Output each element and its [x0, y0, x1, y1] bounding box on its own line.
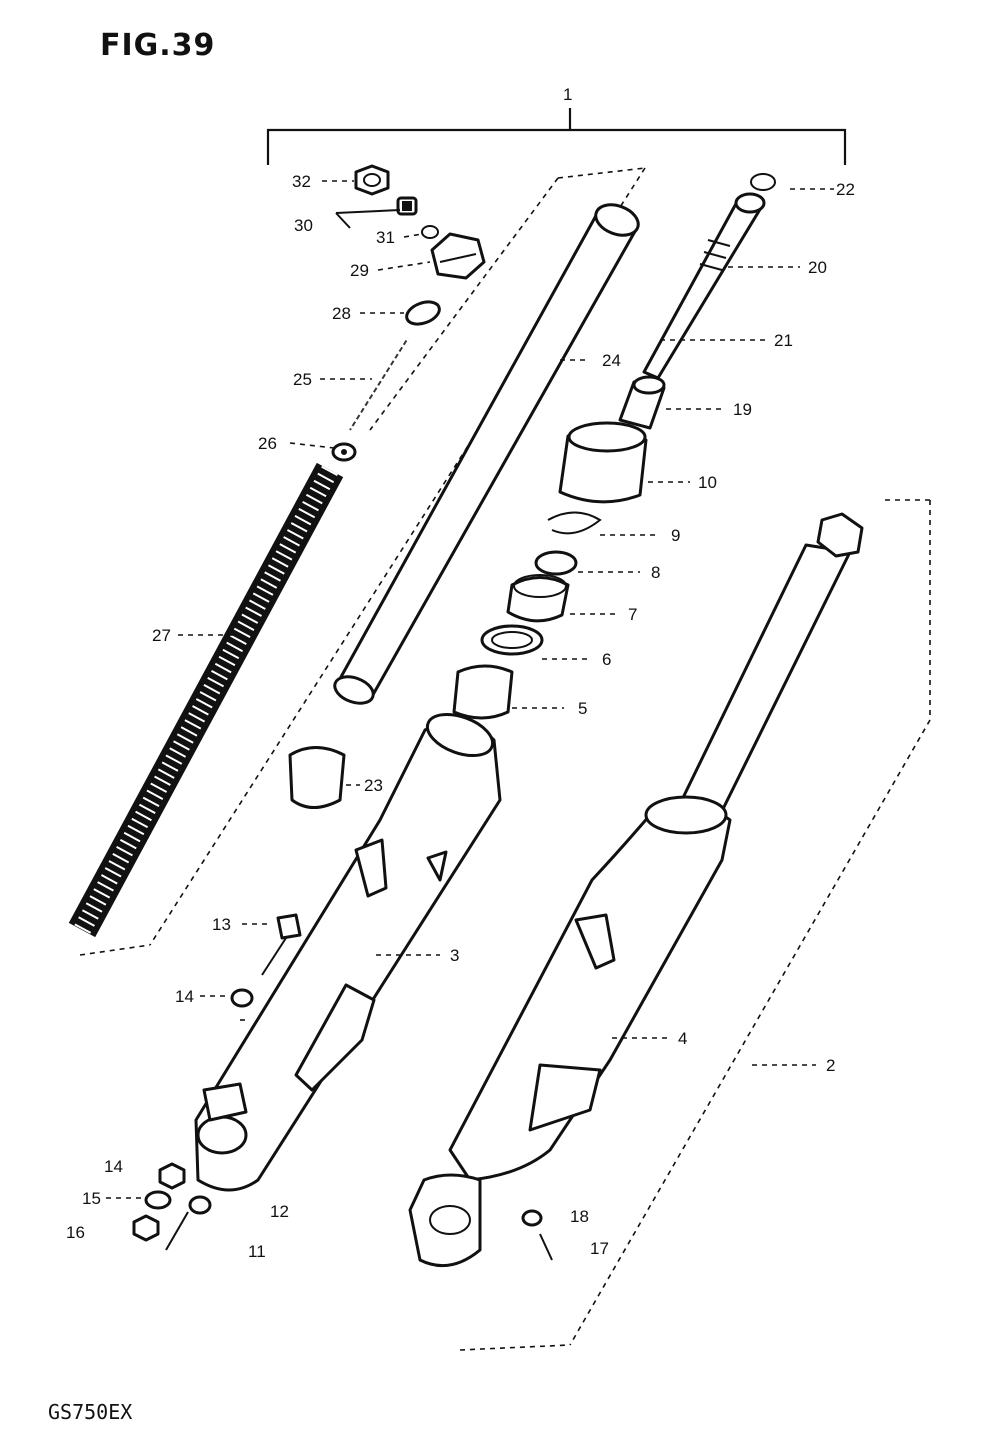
- callout-17: 17: [590, 1239, 609, 1258]
- damper-rod-piece-part: [618, 375, 666, 430]
- o-ring-small-part: [421, 225, 439, 239]
- air-valve-part: [396, 196, 418, 216]
- cap-bolt-part: [354, 164, 390, 196]
- damper-rod-part: [642, 192, 766, 380]
- callout-27: 27: [152, 626, 171, 645]
- callout-7: 7: [628, 605, 637, 624]
- spacer-spring-part: [346, 335, 412, 433]
- callout-16: 16: [66, 1223, 85, 1242]
- callout-15: 15: [82, 1189, 101, 1208]
- inner-tube-part: [333, 203, 640, 705]
- callout-28: 28: [332, 304, 351, 323]
- callout-14-upper: 14: [175, 987, 194, 1006]
- callout-10: 10: [698, 473, 717, 492]
- callout-11: 11: [248, 1242, 266, 1261]
- callout-13: 13: [212, 915, 231, 934]
- callout-19: 19: [733, 400, 752, 419]
- callout-22: 22: [836, 180, 855, 199]
- guide-bushing-part: [452, 664, 514, 720]
- outer-tube-right-part: [408, 512, 864, 1268]
- callout-23: 23: [364, 776, 383, 795]
- callout-5: 5: [578, 699, 587, 718]
- callout-12: 12: [270, 1202, 289, 1221]
- callout-labels: 1 2 3 4 5 6 7 8 9 10 11 12 13 14 14 15 1…: [66, 85, 855, 1261]
- callout-8: 8: [651, 563, 660, 582]
- callout-4: 4: [678, 1029, 687, 1048]
- callout-25: 25: [293, 370, 312, 389]
- dust-seal-part: [558, 421, 648, 504]
- callout-20: 20: [808, 258, 827, 277]
- leader-lines: [106, 180, 834, 1199]
- callout-2: 2: [826, 1056, 835, 1075]
- fork-cap-part: [430, 232, 486, 280]
- callout-1: 1: [563, 85, 572, 104]
- fork-spring-part: [68, 462, 344, 938]
- washer-upper-part: [230, 988, 254, 1008]
- circlip-top-part: [750, 173, 776, 191]
- callout-24: 24: [602, 351, 621, 370]
- outer-tube-left-part: [194, 712, 502, 1192]
- figure-title: FIG.39: [100, 28, 216, 63]
- snap-ring-part: [547, 511, 602, 535]
- oil-seal-ring-part: [534, 550, 578, 576]
- callout-32: 32: [292, 172, 311, 191]
- callout-26: 26: [258, 434, 277, 453]
- axle-bolt-part: [261, 913, 302, 976]
- oil-seal-part: [506, 574, 570, 623]
- callout-21: 21: [774, 331, 793, 350]
- callout-6: 6: [602, 650, 611, 669]
- right-leg-outline: [459, 499, 931, 1351]
- drain-screw-part: [521, 1209, 553, 1261]
- callout-29: 29: [350, 261, 369, 280]
- assembly-bracket: [266, 108, 847, 165]
- callout-9: 9: [671, 526, 680, 545]
- slide-bushing-part: [288, 746, 346, 809]
- callout-30: 30: [294, 216, 313, 235]
- callout-3: 3: [450, 946, 459, 965]
- callout-18: 18: [570, 1207, 589, 1226]
- seal-spacer-part: [480, 624, 544, 656]
- o-ring-part: [405, 300, 441, 326]
- callout-31: 31: [376, 228, 395, 247]
- callout-14-lower: 14: [104, 1157, 123, 1176]
- spring-seat-part: [331, 442, 357, 462]
- model-code: GS750EX: [48, 1400, 133, 1424]
- axle-nut-hardware-part: [132, 1162, 212, 1251]
